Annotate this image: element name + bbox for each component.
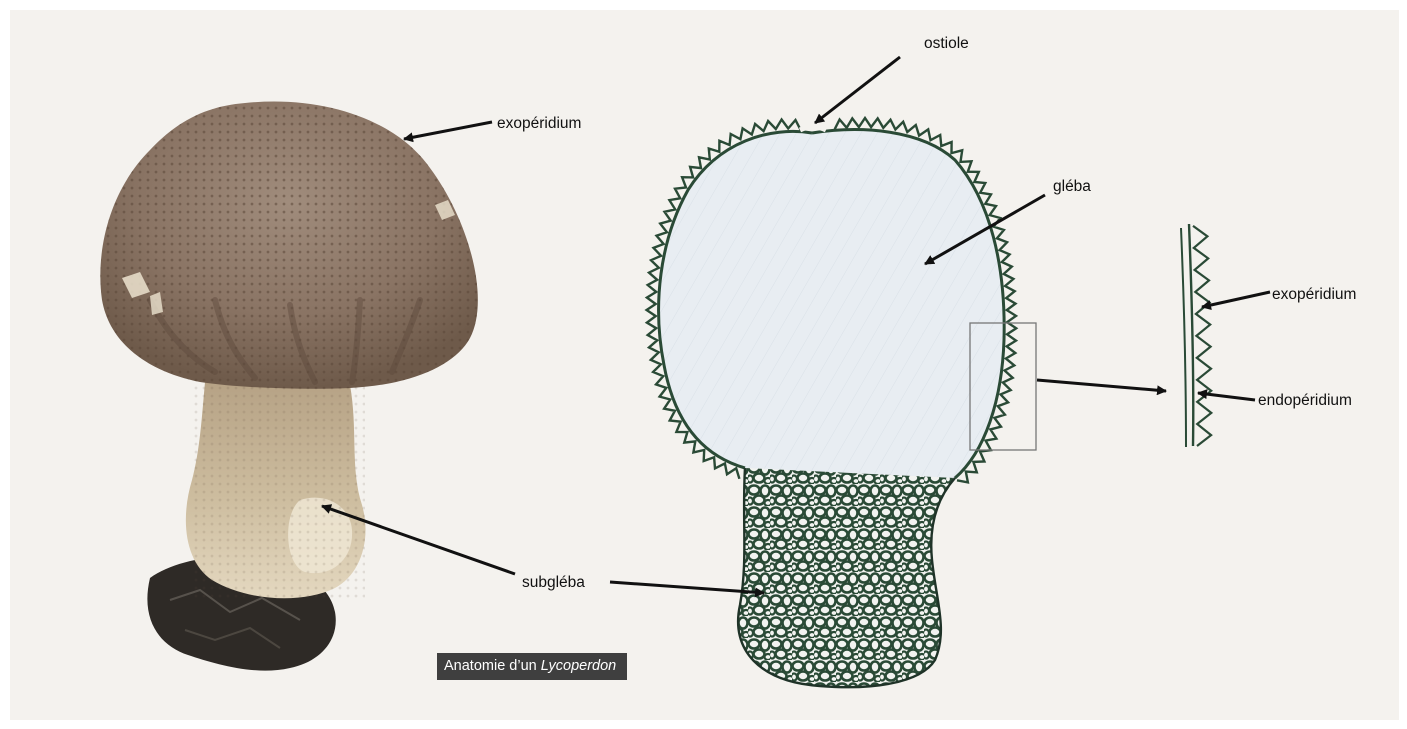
arrow-exoperidium-detail: [1202, 292, 1270, 307]
puffball-photo: [100, 101, 478, 670]
label-subgleba: subgléba: [522, 574, 585, 591]
caption-genus: Lycoperdon: [541, 658, 617, 674]
arrow-subgleba-drawing: [610, 582, 764, 593]
label-exoperidium-photo: exopéridium: [497, 115, 581, 132]
arrow-ostiole: [815, 57, 900, 123]
arrow-exoperidium-photo: [404, 122, 492, 139]
wall-detail-drawing: [1181, 224, 1211, 447]
label-endoperidium-detail: endopéridium: [1258, 392, 1352, 409]
detail-endoperidium-line: [1189, 224, 1193, 446]
figure-caption: Anatomie d’un Lycoperdon: [437, 653, 627, 680]
caption-prefix: Anatomie d’un: [444, 658, 541, 674]
detail-inner-wall: [1181, 228, 1186, 447]
label-ostiole: ostiole: [924, 35, 969, 52]
label-exoperidium-detail: exopéridium: [1272, 286, 1356, 303]
arrow-zoom: [1037, 380, 1166, 391]
ostiole-opening: [800, 127, 826, 130]
arrow-endoperidium-detail: [1198, 393, 1255, 400]
detail-exoperidium-spikes: [1193, 226, 1211, 446]
cross-section-drawing: [647, 118, 1036, 687]
label-gleba: gléba: [1053, 178, 1091, 195]
